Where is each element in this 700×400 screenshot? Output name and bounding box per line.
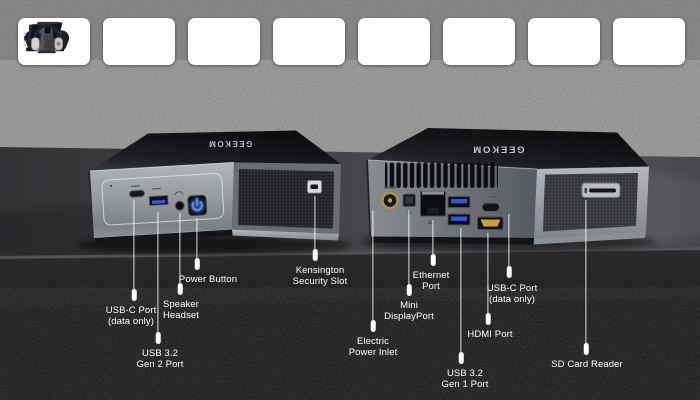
device-card — [24, 18, 345, 65]
label-usb-c-rear: USB-C Port(data only) — [486, 283, 538, 306]
power-button — [187, 194, 208, 216]
usb-a-ports — [447, 196, 471, 226]
label-sd-card: SD Card Reader — [551, 359, 623, 370]
headphones-icon — [30, 24, 64, 51]
callout-pin-usb32-gen1 — [458, 352, 464, 364]
callout-line-usb-c-front — [133, 200, 135, 289]
brand-logo: GEEKOM — [208, 139, 253, 148]
callout-line-electric-power-inlet — [372, 211, 374, 320]
usb-c-port — [481, 202, 500, 212]
top-lid — [90, 130, 341, 171]
power-inlet-port — [381, 186, 399, 210]
callout-pin-ethernet — [430, 254, 436, 266]
mini-pc-front-view: GEEKOM — [88, 130, 341, 244]
callout-line-sd-card — [585, 200, 587, 343]
label-usb-c-front: USB-C Port(data only) — [105, 305, 157, 328]
usb-a-port — [148, 194, 169, 207]
floor — [0, 298, 700, 400]
device-card — [34, 18, 175, 65]
callout-line-speaker-headset — [179, 213, 181, 283]
callout-line-usb32-gen2 — [157, 212, 159, 332]
device-card — [28, 18, 515, 65]
callout-pin-hdmi — [485, 313, 491, 325]
sd-card-slot — [581, 182, 621, 198]
kensington-security-slot — [307, 180, 322, 194]
callout-line-usb32-gen1 — [460, 228, 462, 352]
kiosk-terminal-icon — [37, 23, 57, 54]
usb-c-port — [129, 189, 145, 198]
device-card — [37, 18, 600, 65]
callout-pin-usb-c-rear — [506, 266, 512, 278]
compatible-devices-row — [18, 18, 685, 65]
device-card — [26, 18, 430, 65]
callout-line-usb-c-rear — [508, 214, 510, 266]
top-lid — [368, 128, 649, 169]
callout-pin-kensington — [312, 249, 318, 261]
port-recess-outline — [101, 173, 225, 226]
callout-pin-mini-displayport — [406, 284, 412, 296]
callout-pin-speaker-headset — [177, 283, 183, 295]
brand-logo: GEEKOM — [471, 144, 524, 155]
callout-pin-usb32-gen2 — [155, 332, 161, 344]
callout-line-hdmi — [487, 233, 489, 313]
device-card — [30, 18, 685, 65]
callout-line-power-button — [196, 218, 198, 258]
headset-jack — [174, 200, 185, 211]
callout-pin-sd-card — [583, 343, 589, 355]
mini-pc-rear-view: GEEKOM — [366, 128, 649, 245]
label-power-button: Power Button — [178, 274, 238, 285]
mic-pinhole — [109, 184, 113, 187]
callout-pin-usb-c-front — [131, 289, 137, 301]
rear-vent-slots — [385, 161, 498, 189]
callout-pin-electric-power-inlet — [370, 320, 376, 332]
callout-pin-power-button — [194, 258, 200, 270]
ethernet-port — [420, 191, 446, 224]
callout-line-ethernet — [432, 220, 434, 254]
callout-line-mini-displayport — [408, 210, 410, 284]
rear-ports — [381, 186, 504, 230]
label-hdmi: HDMI Port — [467, 329, 513, 340]
device-card — [37, 18, 260, 65]
hdmi-port — [477, 216, 504, 230]
callout-line-kensington — [314, 196, 316, 249]
